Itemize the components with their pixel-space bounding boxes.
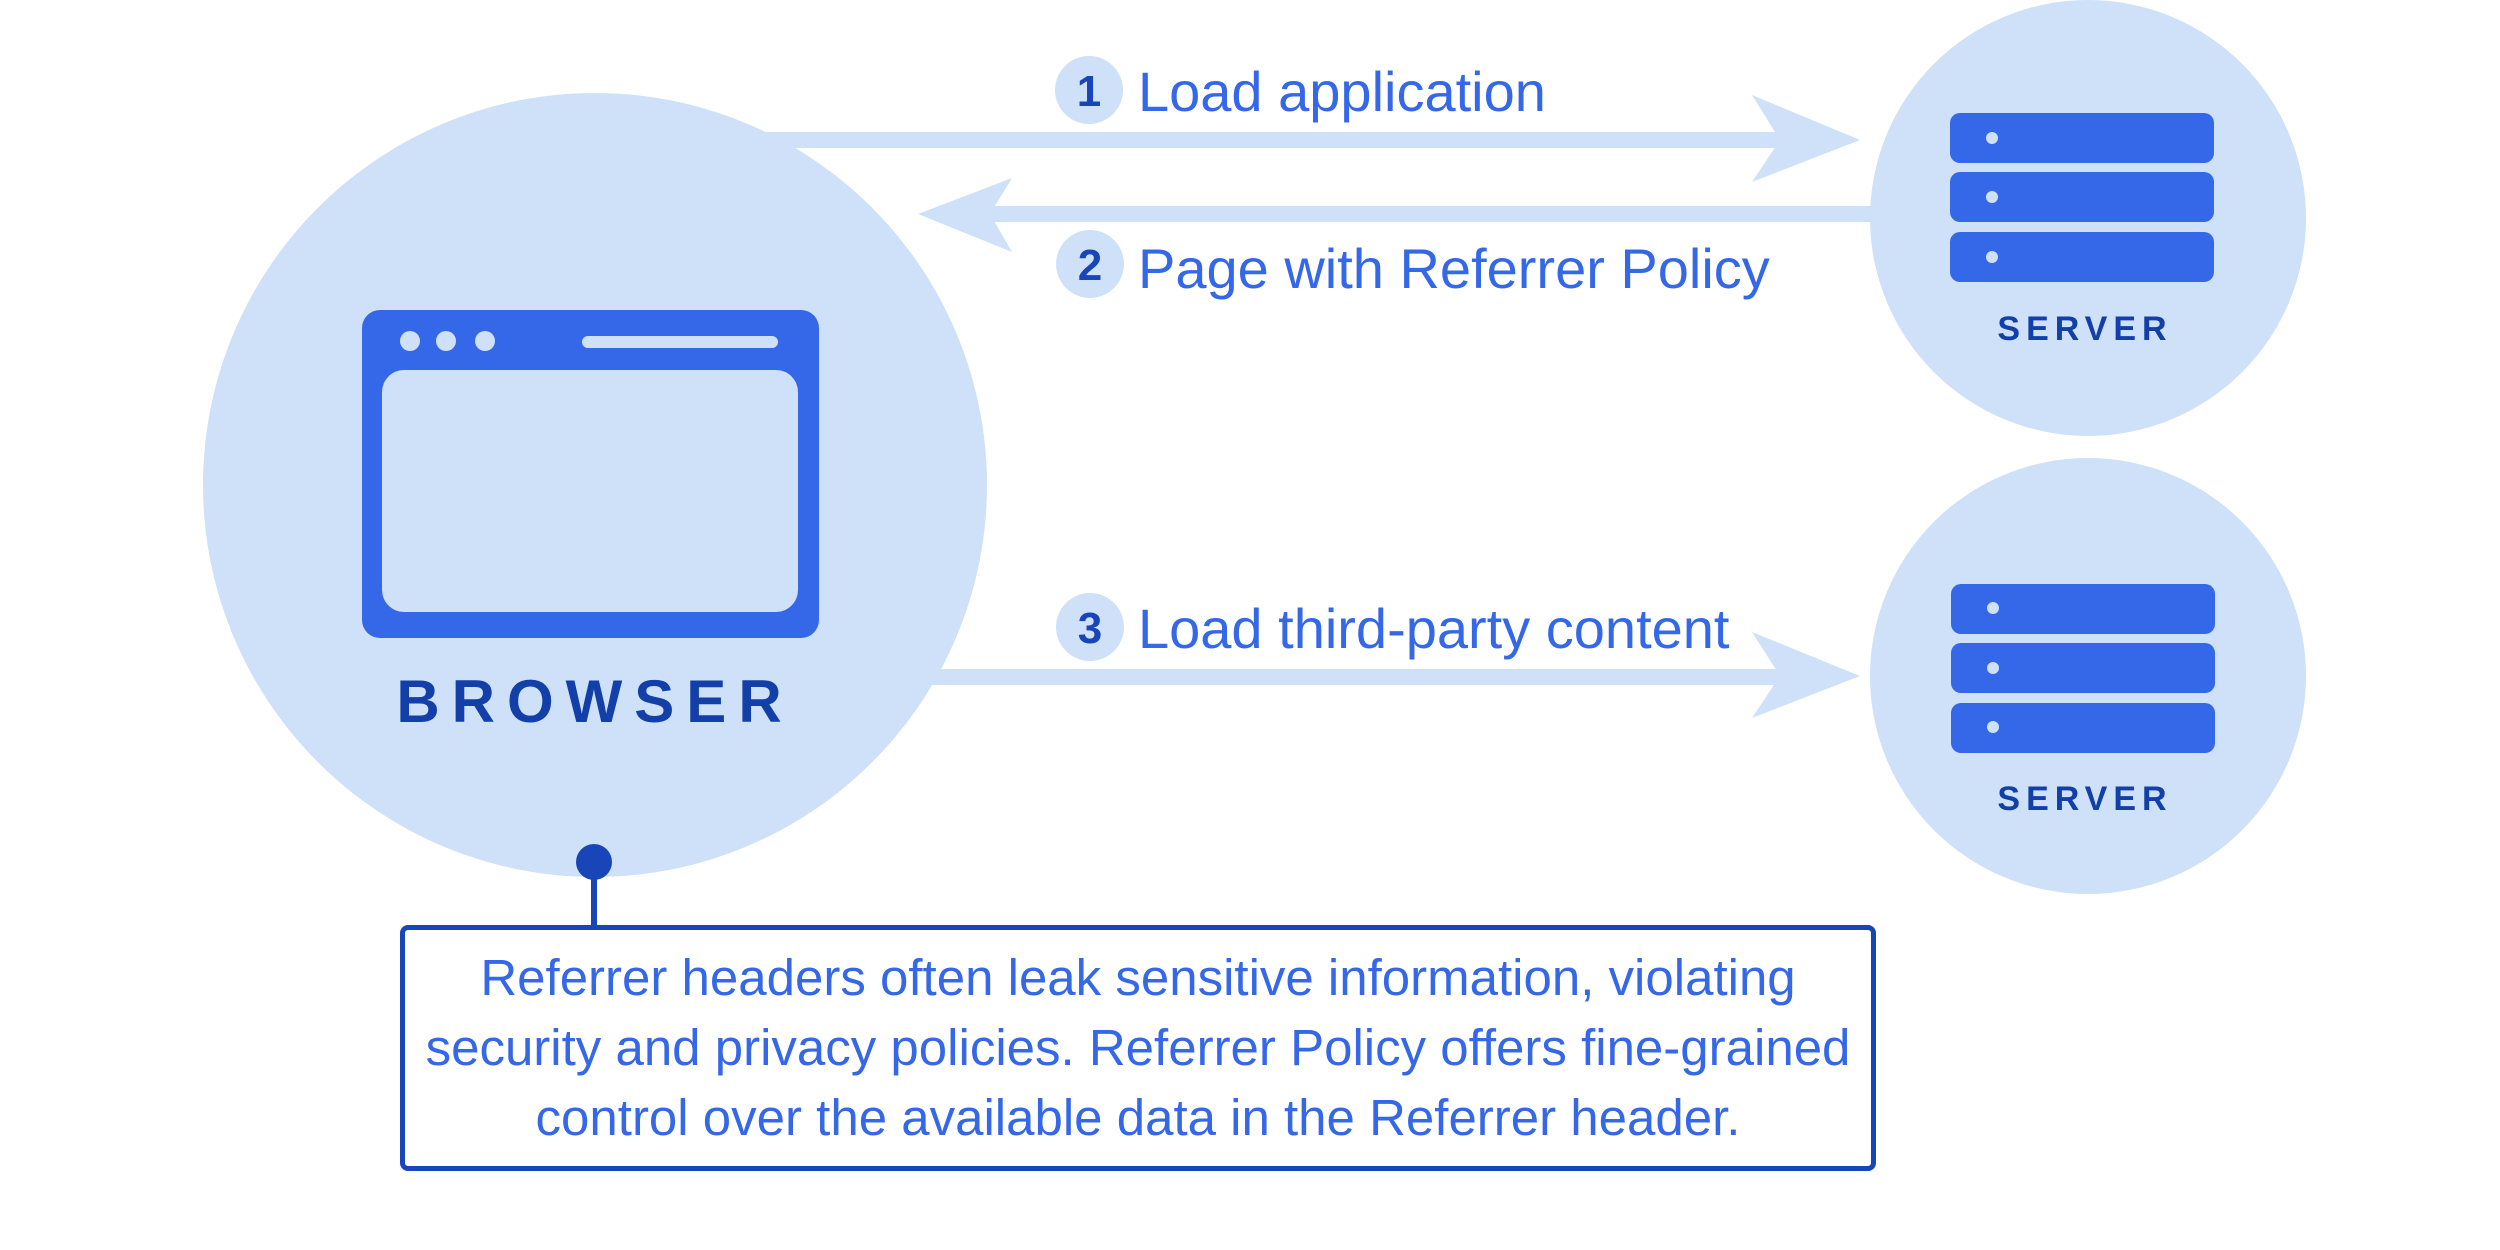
step-3-label: Load third-party content [1138,597,1730,660]
callout-box: Referrer headers often leak sensitive in… [400,925,1876,1171]
step-2-label: Page with Referrer Policy [1138,237,1770,300]
step-3-badge [1056,593,1124,661]
step-3-number: 3 [1078,604,1102,653]
callout-line-1: Referrer headers often leak sensitive in… [480,949,1796,1006]
arrow-load-third-party [925,632,1860,718]
server-2-label: SERVER [1997,780,2172,818]
step-1-label: Load application [1138,60,1546,123]
arrow-page-with-policy [918,178,1985,252]
browser-label: BROWSER [396,668,793,735]
callout-line-2: security and privacy policies. Referrer … [425,1019,1851,1076]
step-1-badge [1055,56,1123,124]
step-2-badge [1056,230,1124,298]
server-1-label: SERVER [1997,310,2172,348]
arrow-load-application [760,95,1860,182]
step-2-number: 2 [1078,241,1102,290]
server-stack-icon [1950,113,2214,282]
step-1-number: 1 [1077,67,1101,116]
browser-window-icon [362,310,819,638]
server-stack-icon [1951,584,2215,753]
callout-line-3: control over the available data in the R… [535,1089,1741,1146]
callout-connector [576,844,612,927]
